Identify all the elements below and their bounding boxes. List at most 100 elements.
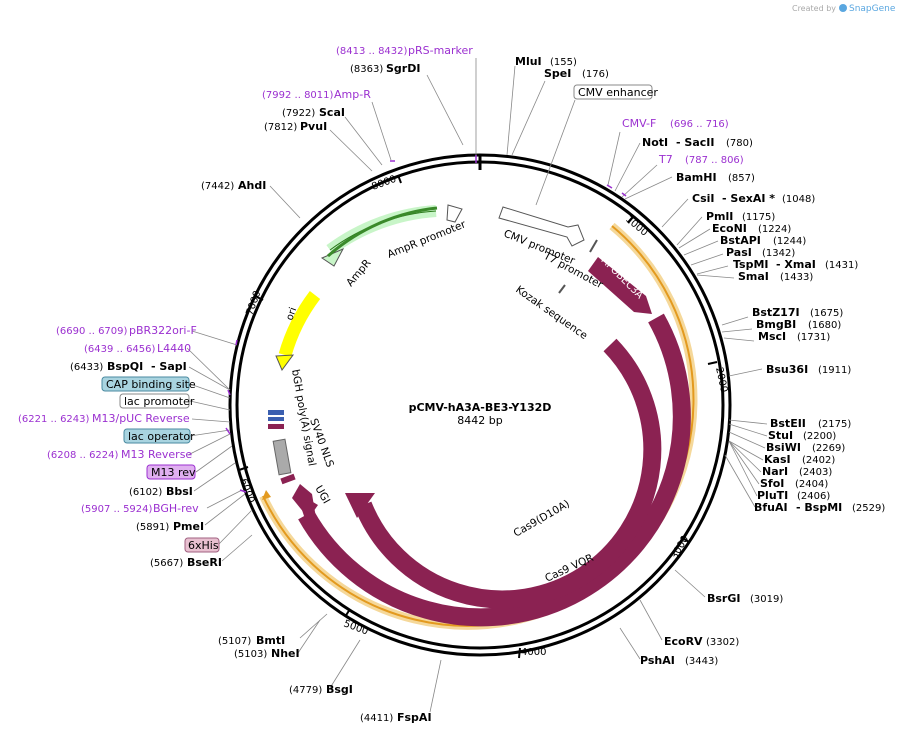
mlui: MluI bbox=[515, 55, 542, 68]
his-label: 6xHis bbox=[188, 539, 219, 552]
apobec3a-arrow bbox=[588, 257, 652, 314]
csii-pos: (1048) bbox=[782, 194, 815, 205]
kozak-mark bbox=[558, 284, 566, 294]
lac-promoter-box bbox=[119, 393, 190, 409]
ecorv-pos: (3302) bbox=[706, 637, 739, 648]
kasi: KasI bbox=[764, 453, 791, 466]
m13puc-range: (6221 .. 6243) bbox=[18, 414, 90, 425]
bfuai-pos: (2529) bbox=[852, 503, 885, 514]
bsgi: BsgI bbox=[326, 683, 353, 696]
econi-pos: (1224) bbox=[758, 224, 791, 235]
cmv-enhancer-box bbox=[573, 84, 653, 100]
brand-text: SnapGene bbox=[849, 4, 896, 14]
stui: StuI bbox=[768, 429, 793, 442]
lac-element-2 bbox=[268, 417, 284, 421]
bsiwi: BsiWI bbox=[766, 441, 801, 454]
enzymes-right: BstZ17I (1675) BmgBI (1680) MscI (1731) … bbox=[218, 306, 885, 724]
msci: MscI bbox=[758, 330, 786, 343]
orange-arrowhead-icon bbox=[262, 490, 271, 500]
bspmi: - BspMI bbox=[796, 501, 842, 514]
sfoi: SfoI bbox=[760, 477, 784, 490]
primer-labels: (8413 .. 8432) pRS-marker (7992 .. 8011)… bbox=[18, 44, 744, 515]
noti-pos: (780) bbox=[726, 138, 753, 149]
cas9-d10a-arrow bbox=[354, 338, 662, 609]
ahdi: AhdI bbox=[238, 179, 266, 192]
t7-name: T7 bbox=[658, 153, 673, 166]
tick-8000: 8000 bbox=[370, 174, 398, 193]
cmv-enhancer-label: CMV enhancer bbox=[578, 86, 658, 99]
bghrev-name: BGH-rev bbox=[153, 502, 199, 515]
bmti: BmtI bbox=[256, 634, 285, 647]
pvui: PvuI bbox=[300, 120, 327, 133]
ori-label: ori bbox=[284, 306, 299, 322]
mlui-pos: (155) bbox=[550, 57, 577, 68]
bfuai: BfuAI bbox=[754, 501, 788, 514]
kozak-label: Kozak sequence bbox=[513, 284, 589, 342]
bsrgi: BsrGI bbox=[707, 592, 740, 605]
pvui-pos: (7812) bbox=[264, 122, 297, 133]
ampr-promoter-arrow bbox=[446, 204, 463, 223]
nhei-pos: (5103) bbox=[234, 649, 267, 660]
ampr-promoter-label: AmpR promoter bbox=[386, 218, 468, 261]
sgrdi-pos: (8363) bbox=[350, 64, 383, 75]
pshai-pos: (3443) bbox=[685, 656, 718, 667]
fspai: FspAI bbox=[397, 711, 432, 724]
pbr-range: (6690 .. 6709) bbox=[56, 326, 128, 337]
stui-pos: (2200) bbox=[803, 431, 836, 442]
kasi-pos: (2402) bbox=[802, 455, 835, 466]
lac-promoter-label: lac promoter bbox=[124, 395, 195, 408]
bmti-pos: (5107) bbox=[218, 636, 251, 647]
pasi: PasI bbox=[726, 246, 752, 259]
tick-marks bbox=[238, 160, 718, 659]
bamhi: BamHI bbox=[676, 171, 717, 184]
sgrdi: SgrDI bbox=[386, 62, 420, 75]
bmgbi-pos: (1680) bbox=[808, 320, 841, 331]
bspqi-pos: (6433) bbox=[70, 362, 103, 373]
cmv-promoter-arrow bbox=[498, 206, 585, 247]
bsiwi-pos: (2269) bbox=[812, 443, 845, 454]
bseri-pos: (5667) bbox=[150, 558, 183, 569]
sapi: - SapI bbox=[151, 360, 187, 373]
plasmid-length: 8442 bp bbox=[457, 414, 502, 427]
pmli: PmlI bbox=[706, 210, 733, 223]
cap-label: CAP binding site bbox=[106, 378, 196, 391]
lac-element-3 bbox=[268, 424, 284, 429]
ori-arrowhead-icon bbox=[275, 354, 295, 372]
bbsi: BbsI bbox=[166, 485, 193, 498]
pluti: PluTI bbox=[757, 489, 788, 502]
tick-3000: 3000 bbox=[669, 534, 691, 562]
bsu36i: Bsu36I bbox=[766, 363, 808, 376]
bbsi-pos: (6102) bbox=[129, 487, 162, 498]
t7-mark bbox=[589, 239, 598, 253]
bsteii-pos: (2175) bbox=[818, 419, 851, 430]
nhei: NheI bbox=[271, 647, 300, 660]
ugi-label: UGI bbox=[312, 484, 332, 506]
bghrev-range: (5907 .. 5924) bbox=[81, 504, 153, 515]
cas9-d10a-arrowhead-icon bbox=[345, 493, 375, 518]
lac-operator-label: lac operator bbox=[128, 430, 195, 443]
spei-pos: (176) bbox=[582, 69, 609, 80]
sacii: - SacII bbox=[676, 136, 714, 149]
tick-5000: 5000 bbox=[342, 618, 370, 637]
bsrgi-pos: (3019) bbox=[750, 594, 783, 605]
scai-pos: (7922) bbox=[282, 108, 315, 119]
pshai: PshAI bbox=[640, 654, 675, 667]
fspai-pos: (4411) bbox=[360, 713, 393, 724]
primer-marks bbox=[225, 155, 627, 493]
snapgene-logo-icon bbox=[839, 4, 847, 12]
m13-rev-label: M13 rev bbox=[151, 466, 196, 479]
bsu36i-pos: (1911) bbox=[818, 365, 851, 376]
backbone-outer bbox=[228, 153, 732, 657]
econi: EcoNI bbox=[712, 222, 747, 235]
bspqi: BspQI bbox=[107, 360, 143, 373]
bseri: BseRI bbox=[187, 556, 222, 569]
sexai: - SexAI * bbox=[722, 192, 775, 205]
smai: SmaI bbox=[738, 270, 769, 283]
enzymes-left: (8363) SgrDI MluI (155) SpeI (176) (7922… bbox=[70, 55, 858, 569]
sfoi-pos: (2404) bbox=[795, 479, 828, 490]
bgh-polya-box bbox=[272, 438, 292, 476]
xmai: - XmaI bbox=[776, 258, 816, 271]
smai-pos: (1433) bbox=[780, 272, 813, 283]
amp-r-range: (7992 .. 8011) bbox=[262, 90, 334, 101]
his-box bbox=[184, 537, 220, 553]
